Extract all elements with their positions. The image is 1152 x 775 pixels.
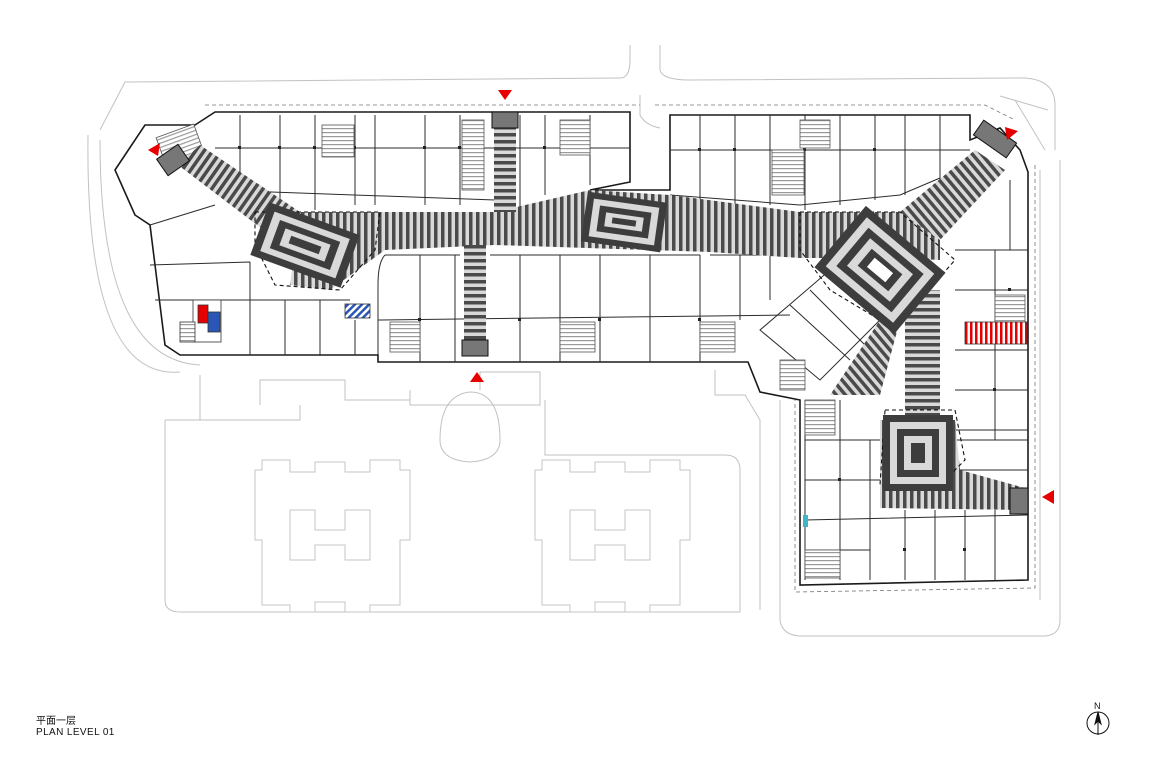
entrance-triangle-icon: [1042, 490, 1054, 504]
service-rooms: [179, 299, 1028, 527]
entrance-markers: [148, 90, 1054, 504]
atrium-center: [580, 191, 668, 253]
atrium-west: [250, 202, 360, 288]
entrance-triangle-icon: [148, 143, 160, 156]
north-arrow-icon: [1086, 711, 1110, 735]
plan-title-chinese: 平面一层: [36, 716, 76, 727]
entrance-triangle-icon: [498, 90, 512, 100]
property-line: [205, 104, 1036, 593]
entrance-triangle-icon: [1005, 127, 1018, 140]
residential-tower-left: [254, 459, 411, 613]
plan-title-english: PLAN LEVEL 01: [36, 727, 115, 738]
entrance-triangle-icon: [470, 372, 484, 382]
north-label: N: [1094, 701, 1101, 711]
atrium-east: [814, 205, 946, 335]
site-context: [87, 45, 1061, 637]
residential-tower-right: [534, 459, 691, 613]
entrance-vestibules: [155, 111, 1029, 515]
atrium-south-east: [883, 415, 953, 491]
structural-columns: [238, 146, 1011, 551]
